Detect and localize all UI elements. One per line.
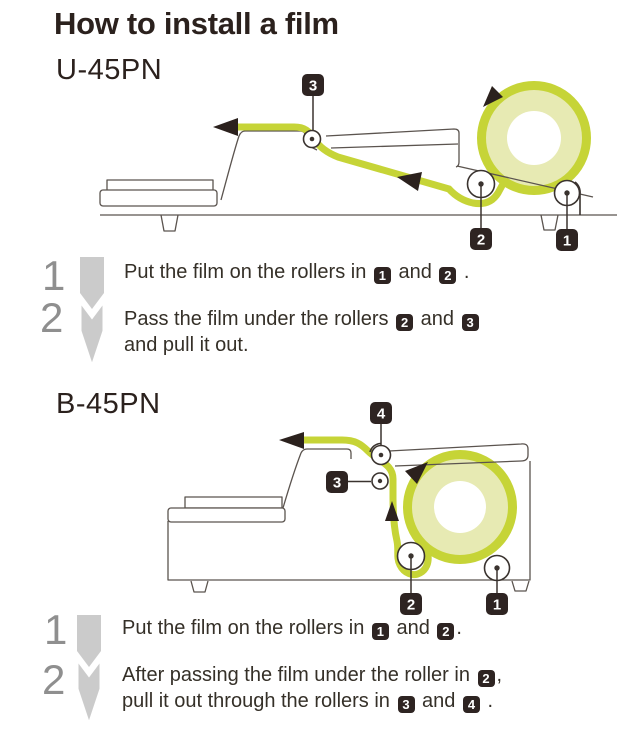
machine-outline bbox=[167, 448, 531, 593]
step-text: pull it out through the rollers in 3 and… bbox=[122, 690, 494, 713]
step-text-fragment: Put the film on the rollers in bbox=[122, 617, 370, 639]
roller-badge-4 bbox=[370, 402, 392, 424]
arrow-film-travel-icon bbox=[397, 172, 422, 191]
machine-body bbox=[167, 461, 531, 581]
arrow-film-travel-icon bbox=[385, 501, 399, 521]
roller-badge-3 bbox=[326, 471, 348, 493]
step-arrow-icon bbox=[77, 615, 101, 727]
step-arrow-icon bbox=[80, 257, 104, 369]
step-number: 1 bbox=[44, 606, 68, 653]
roller-badge-2-label: 2 bbox=[477, 232, 485, 249]
roller-badge-3-label: 3 bbox=[309, 78, 317, 95]
machine-foot bbox=[190, 580, 209, 593]
step-text: Put the film on the rollers in 1 and 2. bbox=[122, 617, 462, 640]
machine-hump bbox=[220, 130, 318, 201]
arrow-pull-out-icon bbox=[213, 118, 238, 136]
film-roll-core bbox=[434, 481, 486, 533]
roller-axles bbox=[377, 452, 500, 571]
roller-badges: 4 3 2 1 bbox=[326, 402, 508, 615]
machine-foot bbox=[511, 580, 530, 592]
seal-platform-base bbox=[99, 189, 218, 207]
film-path bbox=[288, 436, 432, 579]
roller-badges: 3 2 1 bbox=[302, 74, 578, 251]
cover-panel bbox=[388, 443, 529, 467]
roller-ref-badge: 3 bbox=[397, 696, 415, 713]
step-text-fragment: . bbox=[456, 617, 462, 639]
machine-hump bbox=[282, 448, 352, 509]
step-number: 1 bbox=[42, 252, 66, 299]
model-label-b45pn: B-45PN bbox=[56, 388, 161, 420]
roller-badge-2 bbox=[400, 593, 422, 615]
roller-1-axle bbox=[564, 190, 570, 196]
roller-3-axle bbox=[377, 478, 383, 484]
step-text-fragment: After passing the film under the roller … bbox=[122, 664, 476, 686]
diagram-b45pn: 4 3 2 1 bbox=[167, 402, 531, 615]
arrow-pull-out-icon bbox=[279, 432, 304, 449]
roller-3-axle bbox=[309, 136, 315, 142]
roller-badge-1-label: 1 bbox=[493, 597, 501, 614]
cover-panel-bottom bbox=[330, 143, 459, 149]
roller-badge-4-label: 4 bbox=[377, 406, 386, 423]
seal-platform-base bbox=[167, 507, 286, 523]
roller-ref-badge: 2 bbox=[396, 314, 414, 331]
roller-1-axle bbox=[494, 565, 500, 571]
machine-foot bbox=[160, 214, 179, 232]
badge-connectors bbox=[312, 96, 568, 229]
arrow-roll-rotation-icon bbox=[483, 86, 503, 107]
film-direction-arrows bbox=[279, 432, 428, 521]
machine-foot bbox=[540, 214, 559, 231]
step-text-fragment: Put the film on the rollers in bbox=[124, 261, 372, 283]
seal-platform bbox=[184, 496, 283, 509]
step-text: and pull it out. bbox=[124, 334, 249, 356]
step-text-fragment: . bbox=[458, 261, 470, 283]
step-text-fragment: . bbox=[481, 690, 494, 712]
film-roll bbox=[477, 81, 591, 195]
roller-2-axle bbox=[408, 553, 414, 559]
model-label-u45pn: U-45PN bbox=[56, 54, 163, 86]
roller-badge-1-label: 1 bbox=[563, 233, 571, 250]
roller-2-axle bbox=[478, 181, 484, 187]
roller-badge-1 bbox=[486, 593, 508, 615]
step-text-fragment: and bbox=[390, 617, 436, 639]
step-number: 2 bbox=[42, 656, 66, 703]
roller-ref-badge: 1 bbox=[373, 267, 391, 284]
roller-ref-badge: 4 bbox=[462, 696, 480, 713]
roller-badge-3-label: 3 bbox=[333, 475, 341, 492]
film-roll-core bbox=[507, 111, 561, 165]
roller-axles bbox=[309, 136, 570, 196]
film-direction-arrows bbox=[213, 86, 503, 191]
roller-4-axle bbox=[378, 452, 384, 458]
roller-ref-badge: 2 bbox=[437, 623, 455, 640]
roller-badge-1 bbox=[556, 229, 578, 251]
page-title: How to install a film bbox=[54, 6, 339, 41]
diagram-u45pn: 3 2 1 bbox=[99, 74, 617, 251]
step-text-fragment: , bbox=[496, 664, 503, 686]
roller-ref-badge: 2 bbox=[477, 670, 495, 687]
step-text: After passing the film under the roller … bbox=[122, 664, 503, 687]
step-text-fragment: pull it out through the rollers in bbox=[122, 690, 396, 712]
step-text-fragment: and bbox=[416, 690, 461, 712]
roller-badge-3 bbox=[302, 74, 324, 96]
step-text-fragment: Pass the film under the rollers bbox=[124, 308, 395, 330]
step-text: Pass the film under the rollers 2 and 3 bbox=[124, 308, 481, 331]
roller-ref-badge: 1 bbox=[371, 623, 389, 640]
step-number: 2 bbox=[40, 294, 64, 341]
roller-badge-2-label: 2 bbox=[407, 597, 415, 614]
film-path bbox=[226, 123, 508, 207]
arrow-roll-rotation-icon bbox=[405, 462, 428, 484]
step-text: Put the film on the rollers in 1 and 2 . bbox=[124, 261, 470, 284]
film-roll bbox=[403, 450, 517, 564]
roller-bracket bbox=[369, 442, 382, 453]
roller-ref-badge: 3 bbox=[461, 314, 479, 331]
step-text-fragment: and pull it out. bbox=[124, 334, 249, 356]
roller-ref-badge: 2 bbox=[439, 267, 457, 284]
badge-connectors bbox=[348, 424, 498, 593]
roller-badge-2 bbox=[470, 228, 492, 250]
step-text-fragment: and bbox=[415, 308, 460, 330]
step-text-fragment: and bbox=[392, 261, 438, 283]
